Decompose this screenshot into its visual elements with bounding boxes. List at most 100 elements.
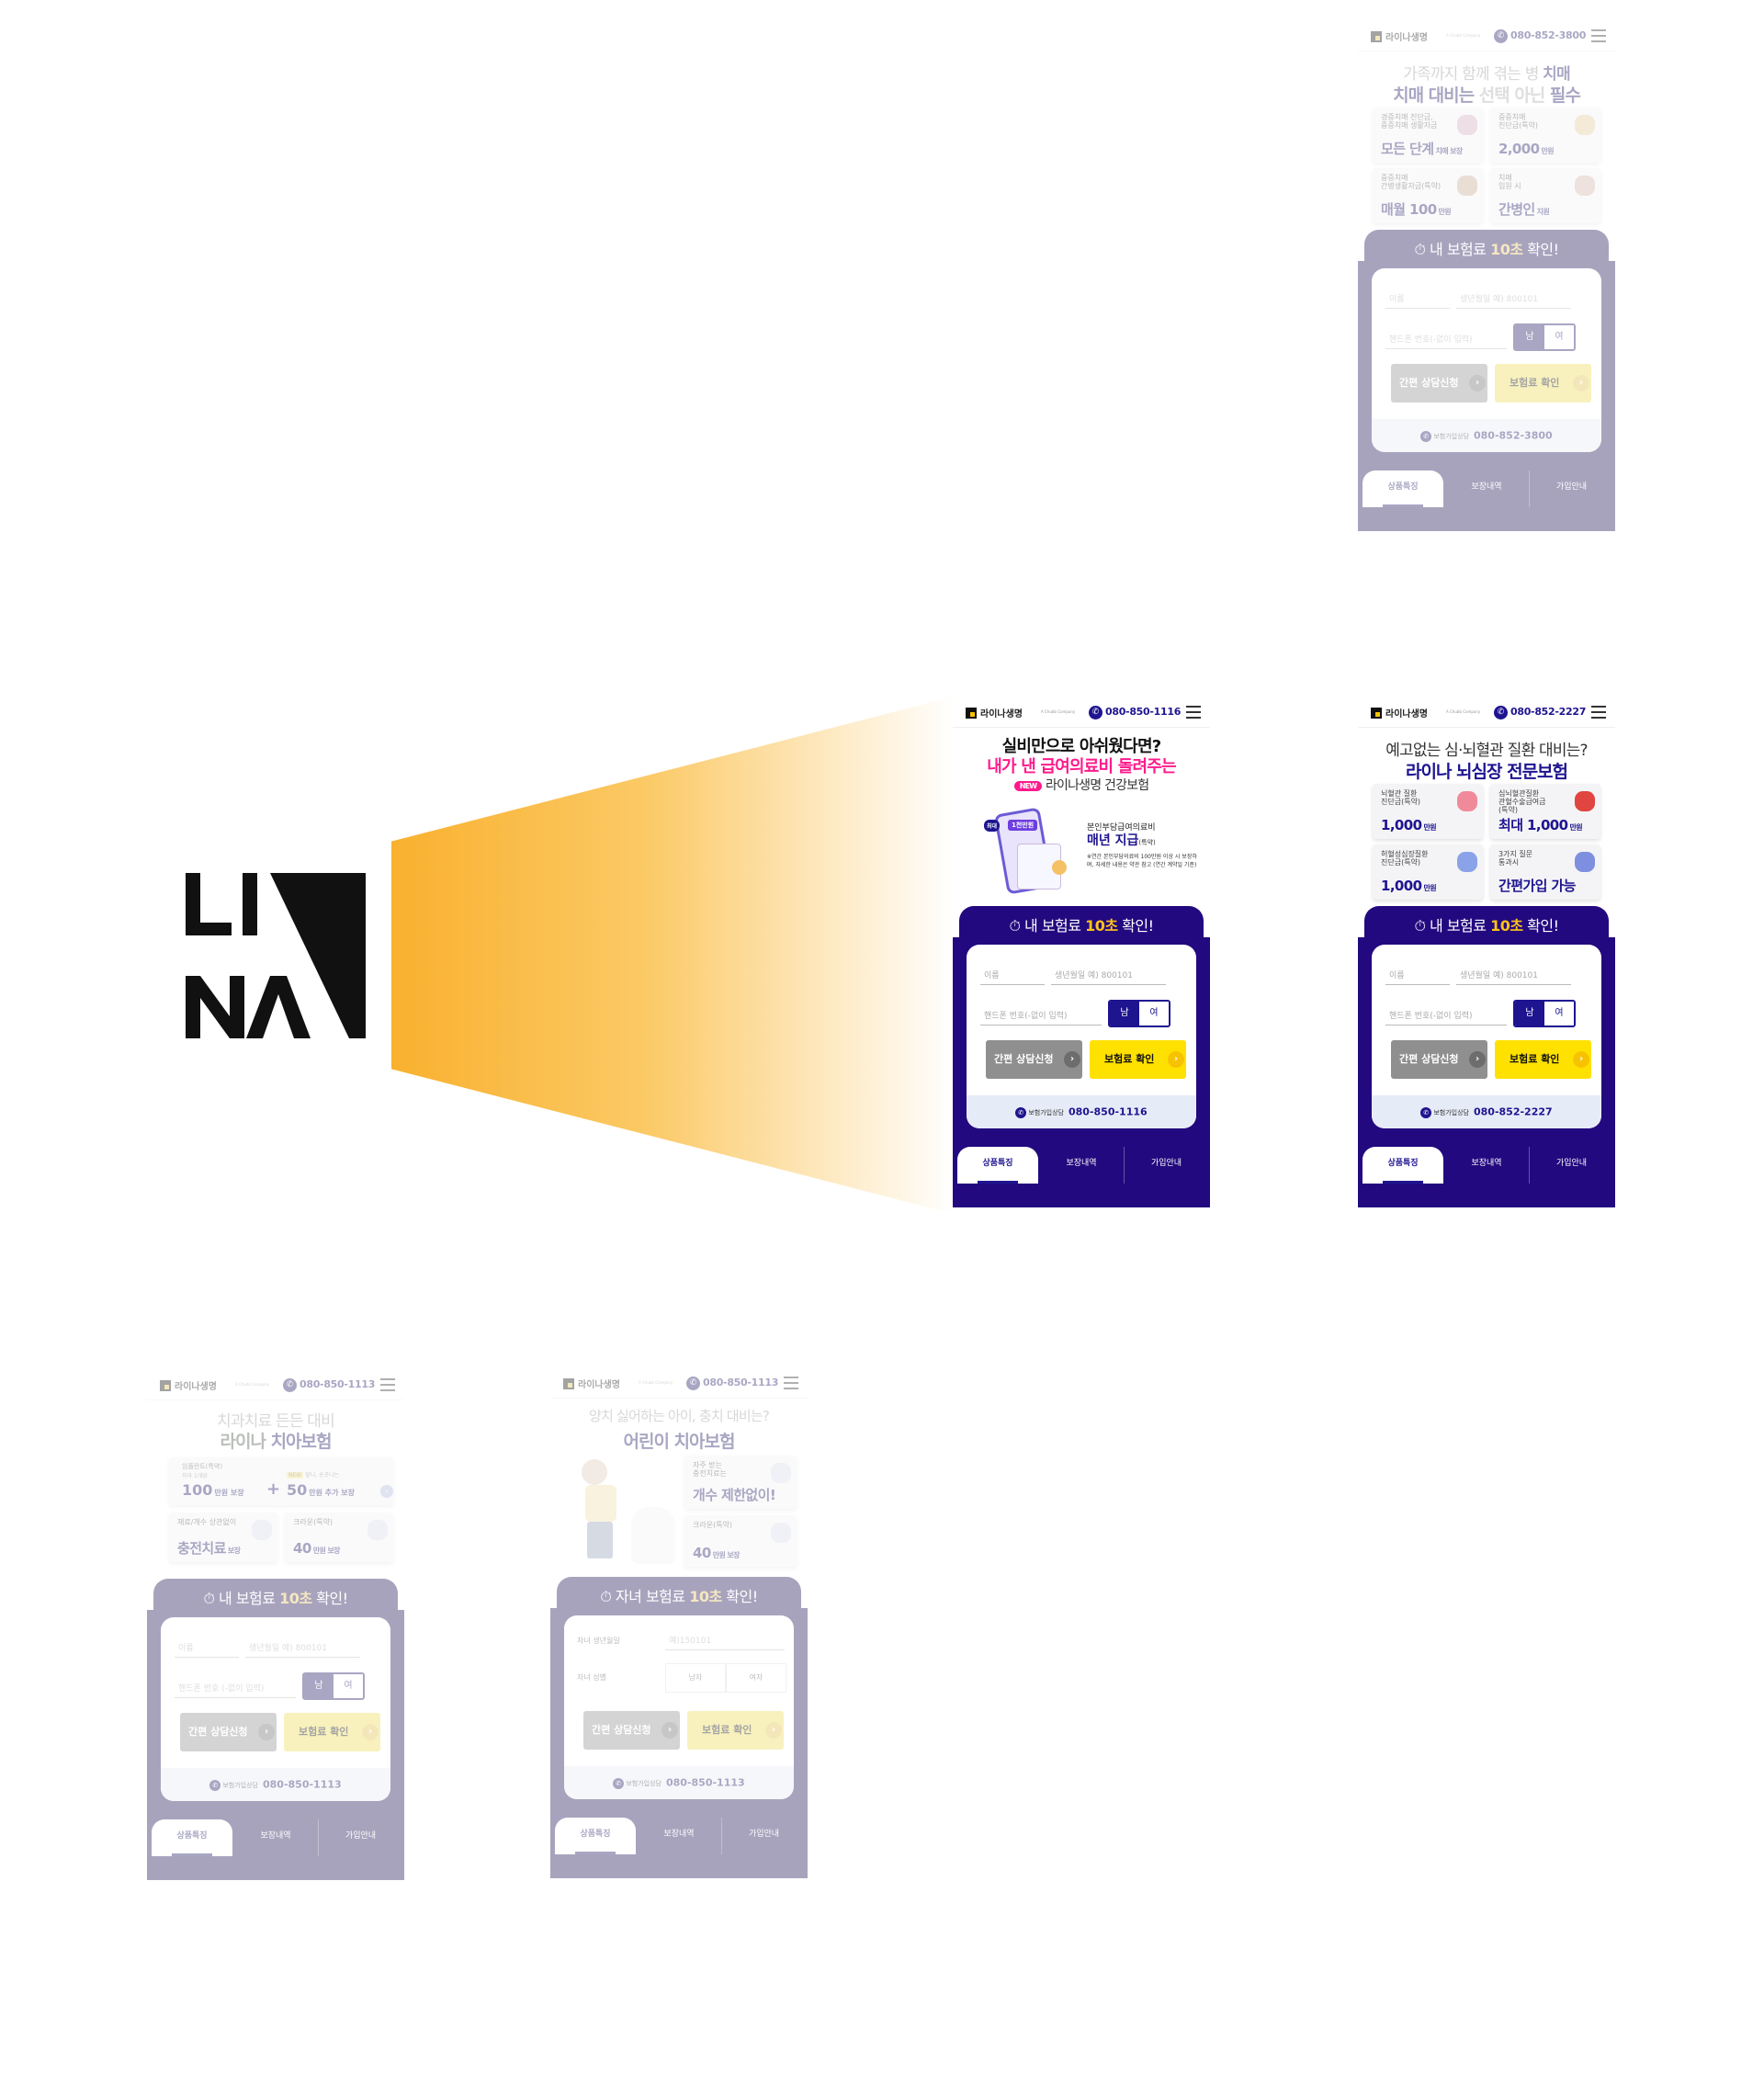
birthdate-input[interactable]: 생년월일 예) 800101 bbox=[1456, 963, 1571, 985]
card-illustration-icon bbox=[1575, 176, 1595, 196]
phone-icon: ✆ bbox=[1494, 706, 1508, 720]
header-phone-link[interactable]: 080-852-2227 bbox=[1510, 706, 1587, 718]
name-input[interactable]: 이름 bbox=[175, 1636, 239, 1658]
consult-button[interactable]: 간편 상담신청› bbox=[1391, 1040, 1487, 1079]
tab-join-guide[interactable]: 가입안내 bbox=[1124, 1147, 1208, 1184]
phone-input[interactable]: 핸드폰 번호(-없이 입력) bbox=[1385, 327, 1507, 349]
card-label: 자주 받는 충전치료는 bbox=[693, 1461, 727, 1478]
tab-join-guide[interactable]: 가입안내 bbox=[721, 1818, 806, 1854]
form-title-suffix: 확인! bbox=[1117, 917, 1154, 935]
card-illustration-icon bbox=[1457, 115, 1477, 135]
hamburger-menu-icon[interactable] bbox=[380, 1378, 395, 1391]
hamburger-menu-icon[interactable] bbox=[784, 1377, 798, 1389]
consult-button[interactable]: 간편 상담신청 › bbox=[986, 1040, 1082, 1079]
card-label: 임플란트(특약) bbox=[182, 1463, 223, 1470]
tab-join-guide[interactable]: 가입안내 bbox=[1529, 470, 1613, 507]
premium-check-button[interactable]: 보험료 확인› bbox=[1495, 364, 1591, 402]
mobile-header: 라이나생명 A Chubb Company ✆ 080-852-3800 bbox=[1358, 20, 1615, 51]
tab-features[interactable]: 상품특징 bbox=[957, 1147, 1038, 1184]
benefit-value-text: 매년 지급 bbox=[1087, 833, 1139, 848]
gender-male-option[interactable]: 남 bbox=[1515, 325, 1544, 349]
kid-male-option[interactable]: 남자 bbox=[665, 1663, 726, 1693]
hamburger-menu-icon[interactable] bbox=[1591, 706, 1606, 719]
tab-features[interactable]: 상품특징 bbox=[1363, 470, 1443, 507]
phone-input[interactable]: 핸드폰 번호(-없이 입력) bbox=[980, 1003, 1102, 1026]
hero-title: 어린이 치아보험 bbox=[623, 1432, 736, 1452]
tab-join-guide[interactable]: 가입안내 bbox=[318, 1819, 402, 1856]
hotline-label: 보험가입상담 bbox=[1433, 1108, 1469, 1116]
form-title-highlight: 10초 bbox=[689, 1588, 722, 1605]
phone-input[interactable]: 핸드폰 번호(-없이 입력) bbox=[1385, 1003, 1507, 1026]
consult-button[interactable]: 간편 상담신청› bbox=[583, 1711, 680, 1750]
gender-male-option[interactable]: 남 bbox=[304, 1674, 334, 1698]
name-input[interactable]: 이름 bbox=[980, 963, 1045, 985]
consult-label: 간편 상담신청 bbox=[994, 1053, 1054, 1065]
stopwatch-icon: ⏱ bbox=[600, 1588, 612, 1605]
card-value-unit: 만원 bbox=[1438, 208, 1452, 216]
chevron-right-icon: › bbox=[1064, 1051, 1080, 1068]
hamburger-menu-icon[interactable] bbox=[1186, 706, 1201, 719]
brand-logo-icon[interactable] bbox=[1371, 708, 1382, 719]
tab-coverage[interactable]: 보장내역 bbox=[1471, 1159, 1502, 1168]
gender-male-option[interactable]: 남 bbox=[1515, 1002, 1544, 1026]
card-value-unit: 만원 bbox=[1541, 147, 1554, 155]
header-phone-link[interactable]: 080-850-1113 bbox=[703, 1377, 779, 1388]
phone-input[interactable]: 핸드폰 번호 (-없이 입력) bbox=[175, 1676, 296, 1698]
premium-check-button[interactable]: 보험료 확인› bbox=[1090, 1040, 1186, 1079]
brand-logo-icon[interactable] bbox=[966, 708, 977, 719]
kid-female-option[interactable]: 여자 bbox=[726, 1663, 786, 1693]
header-phone-link[interactable]: 080-852-3800 bbox=[1510, 29, 1587, 41]
tab-coverage[interactable]: 보장내역 bbox=[1471, 482, 1502, 492]
gender-female-option[interactable]: 여 bbox=[1544, 325, 1574, 349]
header-phone-link[interactable]: 080-850-1113 bbox=[300, 1378, 376, 1390]
mockup-kids: 라이나생명 A Chubb Company ✆ 080-850-1113 양치 … bbox=[550, 1367, 808, 1878]
premium-check-button[interactable]: 보험료 확인› bbox=[1495, 1040, 1591, 1079]
header-phone-link[interactable]: 080-850-1116 bbox=[1105, 706, 1182, 718]
birthdate-input[interactable]: 생년월일 예) 800101 bbox=[1456, 287, 1571, 309]
tab-coverage[interactable]: 보장내역 bbox=[260, 1831, 291, 1841]
brand-logo-icon[interactable] bbox=[1371, 31, 1382, 42]
tab-coverage[interactable]: 보장내역 bbox=[1066, 1159, 1097, 1168]
name-input[interactable]: 이름 bbox=[1385, 963, 1450, 985]
premium-label: 보험료 확인 bbox=[1104, 1053, 1155, 1065]
kid-birth-input[interactable]: 예)150101 bbox=[665, 1628, 785, 1650]
form-title-text: 내 보험료 bbox=[219, 1590, 280, 1607]
gender-male-option[interactable]: 남 bbox=[1110, 1002, 1139, 1026]
hotline-label: 보험가입상담 bbox=[1433, 432, 1469, 440]
card-illustration-icon bbox=[771, 1523, 791, 1543]
birthdate-input[interactable]: 생년월일 예) 800101 bbox=[245, 1636, 360, 1658]
premium-check-button[interactable]: 보험료 확인› bbox=[687, 1711, 784, 1750]
brand-logo-icon[interactable] bbox=[160, 1380, 171, 1391]
tab-join-guide[interactable]: 가입안내 bbox=[1529, 1147, 1613, 1184]
chevron-right-icon[interactable]: › bbox=[380, 1485, 393, 1498]
name-input[interactable]: 이름 bbox=[1385, 287, 1450, 309]
tab-features[interactable]: 상품특징 bbox=[555, 1818, 636, 1854]
gender-female-option[interactable]: 여 bbox=[334, 1674, 363, 1698]
consult-button[interactable]: 간편 상담신청› bbox=[1391, 364, 1487, 402]
tab-coverage[interactable]: 보장내역 bbox=[663, 1830, 695, 1839]
gender-female-option[interactable]: 여 bbox=[1544, 1002, 1574, 1026]
tab-features[interactable]: 상품특징 bbox=[1363, 1147, 1443, 1184]
tab-features[interactable]: 상품특징 bbox=[152, 1819, 232, 1856]
brand-logo-icon[interactable] bbox=[563, 1378, 574, 1389]
gender-female-option[interactable]: 여 bbox=[1139, 1002, 1169, 1026]
premium-check-button[interactable]: 보험료 확인› bbox=[284, 1713, 380, 1751]
consult-button[interactable]: 간편 상담신청› bbox=[180, 1713, 277, 1751]
hamburger-menu-icon[interactable] bbox=[1591, 29, 1606, 42]
form-title-highlight: 10초 bbox=[1085, 917, 1118, 935]
card-illustration-icon bbox=[368, 1520, 388, 1540]
unit2: 만원 추가 보장 bbox=[309, 1489, 355, 1497]
feature-card: 3가지 질문 통과시 간편가입 가능 bbox=[1490, 844, 1600, 900]
birthdate-input[interactable]: 생년월일 예) 800101 bbox=[1051, 963, 1166, 985]
stopwatch-icon: ⏱ bbox=[1009, 917, 1021, 935]
